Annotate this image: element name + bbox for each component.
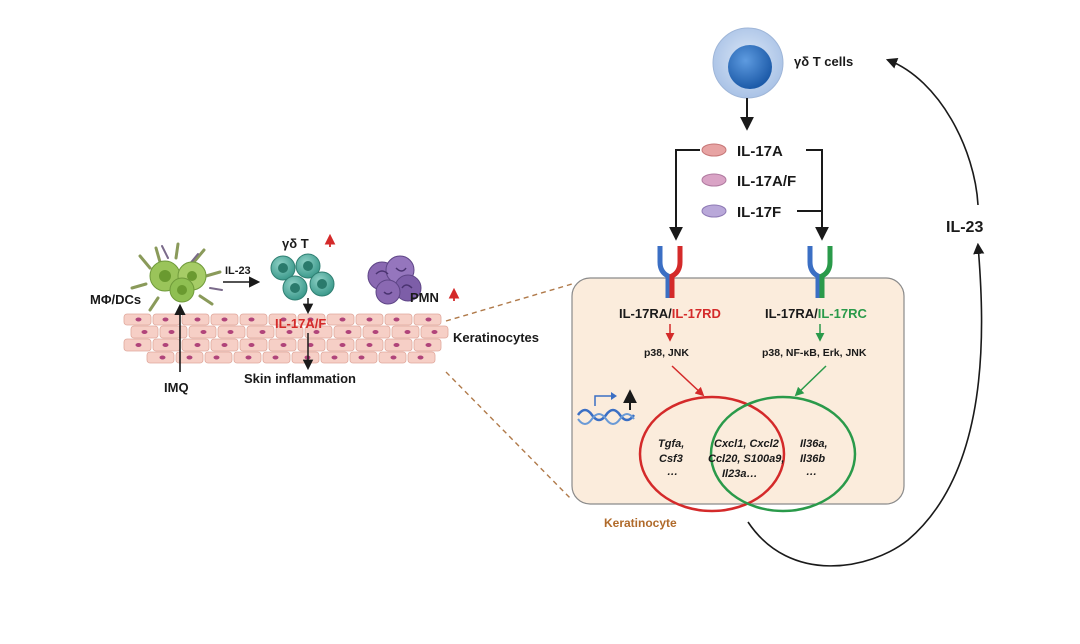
svg-text:Il36a,: Il36a, (800, 438, 828, 450)
svg-text:Il23a…: Il23a… (722, 468, 757, 480)
skin-cell-nucleus (366, 343, 373, 347)
zoom-line-top (445, 283, 573, 322)
mphi-dcs-label: MΦ/DCs (90, 292, 141, 307)
receptor-left (657, 246, 683, 298)
skin-cell-nucleus (339, 343, 346, 347)
skin-cell-nucleus (135, 317, 142, 322)
venn-circle-rd (638, 395, 786, 513)
receptor-right-label: IL-17RA/IL-17RC (765, 306, 867, 321)
skin-cell-nucleus (286, 330, 293, 334)
skin-cell-nucleus (141, 330, 148, 334)
skin-cell-nucleus (307, 317, 314, 322)
skin-cell-nucleus (159, 355, 166, 360)
skin-cell-nucleus (213, 355, 220, 360)
skin-cell-nucleus (307, 343, 314, 347)
skin-inflammation-label: Skin inflammation (244, 371, 356, 386)
cytokine-il17af: IL-17A/F (737, 173, 796, 190)
skin-cell-nucleus (372, 330, 379, 334)
skin-cell-nucleus (135, 343, 142, 347)
skin-cell-nucleus (162, 317, 169, 322)
cytokine-il17a: IL-17A (737, 143, 783, 160)
gd-tcell (712, 27, 784, 99)
svg-text:Ccl20, S100a9,: Ccl20, S100a9, (708, 453, 784, 465)
svg-text:Cxcl1, Cxcl2: Cxcl1, Cxcl2 (714, 438, 779, 450)
svg-text:Tgfa,: Tgfa, (658, 438, 684, 450)
imq-label: IMQ (164, 380, 189, 395)
skin-cell-nucleus (331, 355, 338, 360)
skin-cell-nucleus (339, 317, 346, 322)
receptor-right (807, 246, 833, 298)
svg-text:Csf3: Csf3 (659, 453, 683, 465)
skin-cell-nucleus (221, 317, 228, 322)
skin-cell-nucleus (431, 330, 438, 334)
skin-cell-nucleus (200, 330, 207, 334)
skin-cell-nucleus (393, 317, 400, 322)
svg-text:Il36b: Il36b (800, 453, 825, 465)
signaling-right: p38, NF-κB, Erk, JNK (762, 347, 867, 359)
arrow-right-to-venn (794, 365, 827, 397)
gd-tcell-label: γδ T cells (794, 54, 853, 69)
venn-circle-rc (709, 395, 857, 513)
skin-tissue (123, 313, 449, 364)
gdt-cluster (270, 253, 335, 301)
skin-cell-nucleus (345, 330, 352, 334)
skin-cell-nucleus (280, 317, 287, 322)
skin-cell-nucleus (227, 330, 234, 334)
skin-cell-nucleus (393, 343, 400, 347)
il23-small-label: IL-23 (225, 265, 251, 277)
skin-cell-nucleus (245, 355, 252, 360)
venn-overlap-genes: Cxcl1, Cxcl2 Ccl20, S100a9, Il23a… (708, 438, 784, 480)
skin-cell-nucleus (358, 355, 365, 360)
skin-cell-nucleus (425, 343, 432, 347)
gdt-label: γδ T (282, 236, 309, 251)
dendritic-cells (130, 242, 223, 312)
skin-cell-nucleus (313, 330, 320, 334)
zoom-line-bottom (445, 371, 573, 501)
il23-label: IL-23 (946, 219, 983, 236)
arrow-il23-to-tcell (885, 57, 979, 206)
skin-cell-nucleus (425, 317, 432, 322)
skin-cell-nucleus (186, 355, 193, 360)
skin-cell-nucleus (194, 343, 201, 347)
transcription-icon (576, 389, 637, 425)
skin-cell-nucleus (248, 343, 255, 347)
skin-cell-nucleus (390, 355, 397, 360)
cytokine-icons (701, 143, 727, 218)
arrow-to-right-receptor (806, 149, 829, 241)
skin-cell-nucleus (162, 343, 169, 347)
keratinocytes-label: Keratinocytes (453, 330, 539, 345)
venn-right-genes: Il36a, Il36b … (800, 438, 828, 478)
skin-cell-nucleus (194, 317, 201, 322)
skin-cell-nucleus (366, 317, 373, 322)
skin-cell-nucleus (259, 330, 266, 334)
skin-cell-nucleus (168, 330, 175, 334)
receptor-left-label: IL-17RA/IL-17RD (619, 306, 721, 321)
arrow-keratinocyte-il23 (747, 242, 985, 567)
svg-text:…: … (667, 466, 678, 478)
skin-cell-nucleus (404, 330, 411, 334)
pmn-cells (367, 255, 422, 305)
skin-cell-nucleus (280, 343, 287, 347)
cytokine-il17f: IL-17F (737, 204, 781, 221)
skin-cell-nucleus (248, 317, 255, 322)
skin-cell-nucleus (417, 355, 424, 360)
pmn-label: PMN (410, 290, 439, 305)
signaling-left: p38, JNK (644, 347, 689, 359)
il17af-label: IL-17A/F (275, 316, 326, 331)
skin-cell-nucleus (221, 343, 228, 347)
arrow-left-to-venn (671, 365, 705, 397)
keratinocyte-label: Keratinocyte (604, 516, 677, 530)
skin-cell-nucleus (272, 355, 279, 360)
svg-text:…: … (806, 466, 817, 478)
venn-left-genes: Tgfa, Csf3 … (658, 438, 684, 478)
arrow-to-left-receptor (669, 149, 700, 241)
